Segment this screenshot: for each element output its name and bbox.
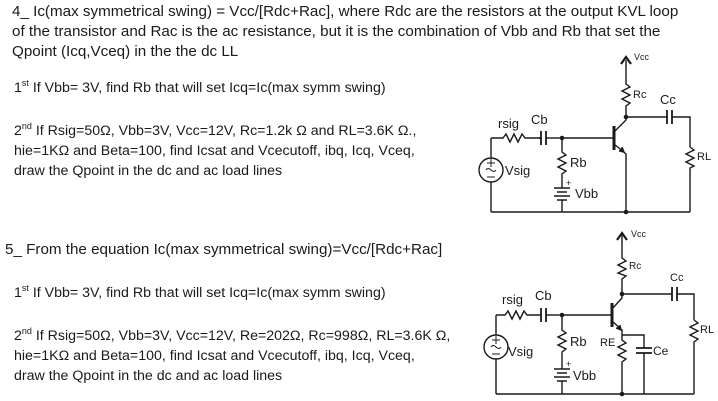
circuit1-vcc-arrow-icon — [620, 55, 632, 65]
circuit1-rb-label: Rb — [570, 155, 587, 170]
problem4-part1: 1st If Vbb= 3V, find Rb that will set Ic… — [14, 78, 386, 98]
ordinal-suffix: nd — [21, 121, 32, 131]
circuit1-vbb-battery-icon — [554, 187, 570, 201]
circuit1-cc-capacitor-icon — [666, 110, 673, 124]
problem4-part2-line1: 2nd If Rsig=50Ω, Vbb=3V, Vcc=12V, Rc=1.2… — [14, 121, 416, 141]
circuit2-rc-label: Rc — [629, 261, 641, 272]
circuit2-vcc-label: Vcc — [631, 229, 647, 239]
problem4-line3: Qpoint (Icq,Vceq) in the the dc LL — [12, 43, 239, 60]
problem4-line2: of the transistor and Rac is the ac resi… — [12, 23, 661, 40]
circuit2-cc-label: Cc — [670, 272, 684, 284]
ordinal: 2 — [14, 123, 22, 139]
circuit2-vbb-label: Vbb — [573, 368, 596, 383]
circuit1-schematic — [478, 55, 696, 215]
circuit2-schematic — [483, 231, 700, 397]
circuit2-rb-resistor-icon — [556, 315, 568, 366]
circuit1-vcc-label: Vcc — [634, 52, 650, 62]
circuit2-vsig-label: Vsig — [508, 344, 533, 359]
circuit1-rl-label: RL — [697, 151, 711, 163]
problem5-part2-line2: hie=1KΩ and Beta=100, find Icsat and Vce… — [14, 348, 415, 364]
circuit2-re-resistor-icon — [616, 335, 628, 394]
circuit1-collector-lead — [613, 117, 627, 133]
circuit1-rl-resistor-icon — [684, 146, 696, 212]
problem4-part2-line3: draw the Qpoint in the dc and ac load li… — [14, 163, 283, 179]
circuit1-vbb-label: Vbb — [575, 186, 598, 201]
ordinal: 1 — [14, 80, 22, 96]
circuit1-emitter-arrow-icon — [618, 146, 626, 153]
circuit1-rsig-resistor-icon — [491, 132, 541, 144]
problem5-part2-line3: draw the Qpoint in the dc and ac load li… — [14, 368, 283, 384]
ordinal-suffix: st — [21, 78, 29, 88]
circuit1-rc-resistor-icon — [620, 75, 632, 117]
problem5-part2-line1: 2nd If Rsig=50Ω, Vbb=3V, Vcc=12V, Re=202… — [14, 326, 450, 346]
circuit2-re-label: RE — [600, 337, 615, 349]
circuit1-rc-label: Rc — [633, 89, 647, 101]
circuit1-rb-resistor-icon — [556, 138, 568, 185]
circuit2-rb-label: Rb — [570, 334, 587, 349]
ordinal: 2 — [14, 328, 22, 344]
circuit2-emitter-arrow-icon — [615, 324, 622, 332]
circuit2-rsig-resistor-icon — [496, 309, 541, 321]
circuit1-emitter-lead — [613, 143, 627, 212]
problem5-line1: 5_ From the equation Ic(max symmetrical … — [5, 241, 443, 258]
circuit1-vsig-label: Vsig — [505, 163, 530, 178]
circuit2-rsig-label: rsig — [502, 292, 523, 307]
circuit2-ce-capacitor-icon — [636, 347, 652, 354]
circuit2-rl-resistor-icon — [688, 319, 700, 394]
ordinal: 1 — [14, 285, 22, 301]
part1-text: If Vbb= 3V, find Rb that will set Icq=Ic… — [28, 80, 386, 96]
part2-text: If Rsig=50Ω, Vbb=3V, Vcc=12V, Rc=1.2k Ω … — [31, 123, 417, 139]
part2-text: If Rsig=50Ω, Vbb=3V, Vcc=12V, Re=202Ω, R… — [31, 328, 451, 344]
problem5-part1: 1st If Vbb= 3V, find Rb that will set Ic… — [14, 283, 386, 303]
problem4-line1: 4_ Ic(max symmetrical swing) = Vcc/[Rdc+… — [12, 3, 679, 20]
circuit1-cc-label: Cc — [660, 92, 676, 107]
problem4-part2-line2: hie=1KΩ and Beta=100, find Icsat and Vce… — [14, 143, 415, 159]
ordinal-suffix: st — [21, 283, 29, 293]
circuit2-vcc-arrow-icon — [616, 231, 628, 241]
circuit1-vbb-plus: + — [566, 178, 571, 188]
circuit2-rc-resistor-icon — [616, 255, 628, 294]
part1-text: If Vbb= 3V, find Rb that will set Icq=Ic… — [28, 285, 386, 301]
ordinal-suffix: nd — [21, 326, 32, 336]
circuit1-cb-label: Cb — [531, 112, 548, 127]
circuit2-ce-label: Ce — [653, 344, 669, 358]
circuit2-cc-capacitor-icon — [671, 287, 678, 301]
circuit2-vbb-plus: + — [566, 359, 571, 369]
circuit1-rsig-label: rsig — [498, 116, 519, 131]
circuit2-vbb-battery-icon — [554, 368, 570, 382]
circuit2-cb-capacitor-icon — [540, 308, 547, 322]
circuit2-cb-label: Cb — [535, 288, 552, 303]
circuit2-rl-label: RL — [700, 324, 714, 336]
